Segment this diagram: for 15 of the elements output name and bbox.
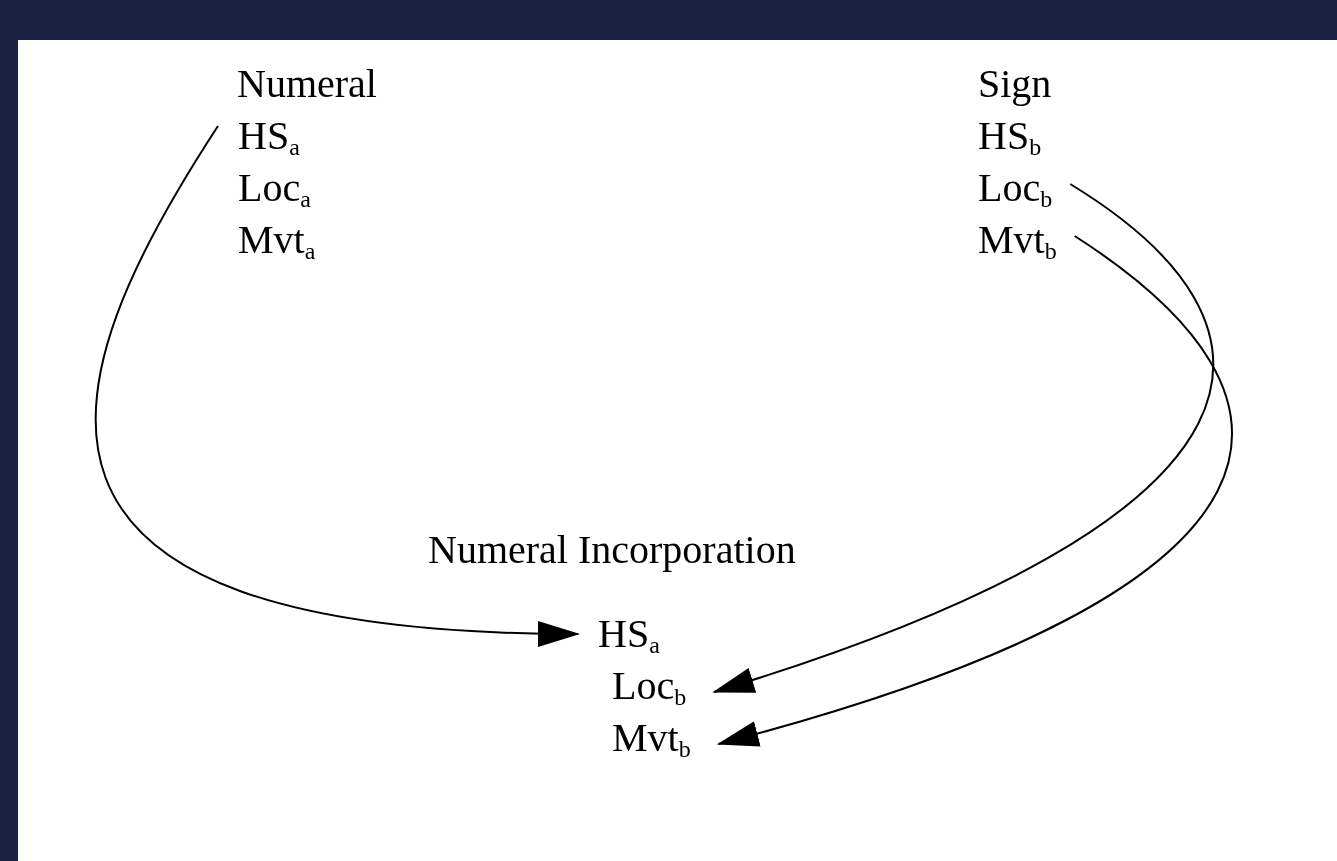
feature-label: HS$_{a}$	[598, 612, 660, 656]
heading-text: Sign	[978, 62, 1052, 106]
arrow	[94, 125, 580, 646]
feature-label: HS$_{a}$	[238, 114, 300, 158]
arrow	[712, 183, 1214, 693]
feature-label: Loc$_{b}$	[612, 664, 687, 708]
feature-label: Loc$_{a}$	[238, 166, 311, 210]
heading-text: Numeral	[237, 62, 377, 106]
feature-label: Loc$_{b}$	[978, 166, 1053, 210]
feature-label: Mvt$_{b}$	[978, 218, 1057, 262]
feature-label: Mvt$_{b}$	[612, 716, 691, 760]
feature-label: HS$_{b}$	[978, 114, 1042, 158]
arrow	[716, 235, 1233, 746]
feature-label: Mvt$_{a}$	[238, 218, 316, 262]
heading-text: Numeral Incorporation	[428, 528, 796, 572]
